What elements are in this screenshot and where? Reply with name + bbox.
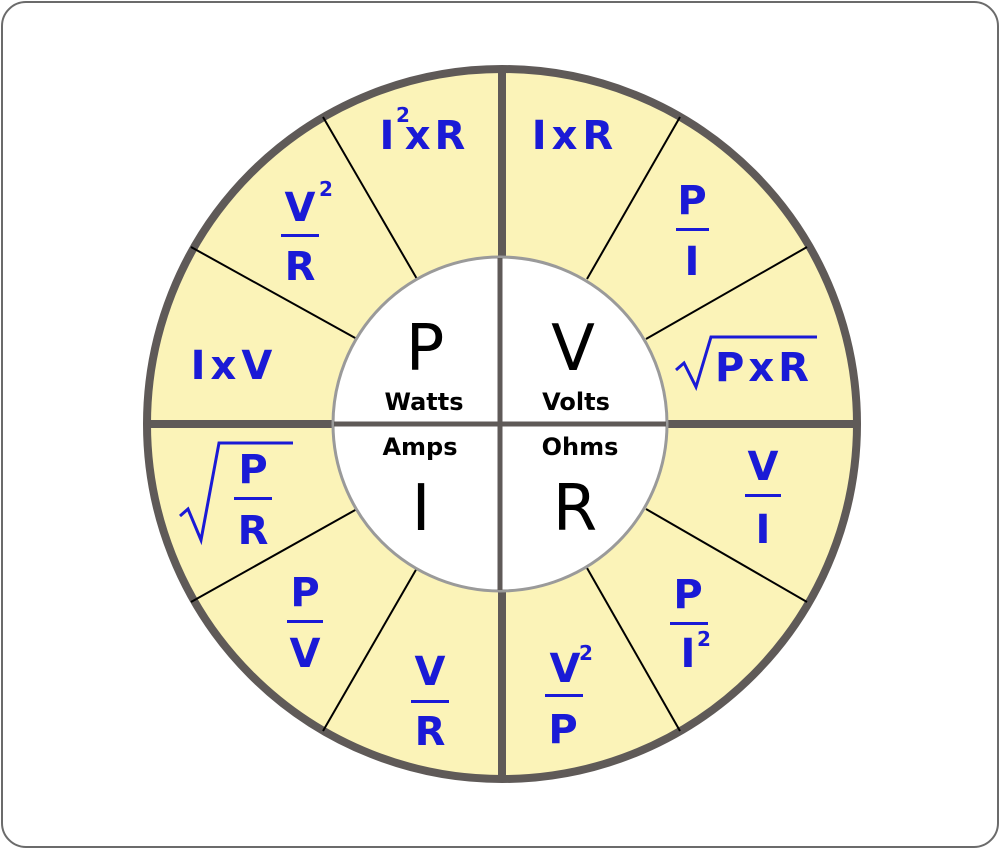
formula-base: I: [380, 113, 395, 159]
radical-sign: [675, 335, 817, 392]
current-quadrant-label: Amps I: [382, 433, 457, 546]
formula-denominator: R: [238, 508, 269, 554]
ohms-label: Ohms: [542, 433, 619, 461]
formula-denominator: V: [290, 631, 321, 677]
formula-denominator: I: [681, 631, 696, 677]
amps-label: Amps: [382, 433, 457, 461]
formula-numerator: P: [673, 572, 702, 618]
formula-i-x-r: IxR: [532, 113, 618, 159]
voltage-symbol: V: [551, 312, 595, 386]
formula-sqrt-p-over-r: P R: [179, 441, 293, 554]
formula-p-over-i: P I: [676, 178, 709, 285]
formula-numerator: P: [290, 570, 319, 616]
center-axes: [334, 258, 666, 590]
formula-numerator: V: [285, 185, 316, 231]
formula-p-over-i-squared: P I 2: [670, 572, 711, 677]
formula-v-over-r: V R: [411, 649, 449, 755]
sector-dividers: [190, 116, 808, 732]
formula-rest: xR: [405, 113, 470, 159]
fraction-bar: [281, 234, 319, 237]
formula-p-over-v: P V: [287, 570, 323, 677]
formula-denominator: R: [415, 709, 446, 755]
formula-v-squared-over-r: V 2 R: [281, 177, 333, 290]
current-symbol: I: [412, 472, 431, 546]
formula-numerator: V: [748, 444, 779, 490]
fraction-bar: [545, 694, 583, 697]
formula-text: IxR: [532, 113, 618, 159]
formula-numerator: V: [550, 646, 581, 692]
formula-exponent: 2: [579, 641, 593, 665]
formula-text: IxV: [191, 343, 278, 389]
resistance-quadrant-label: Ohms R: [542, 433, 619, 546]
formula-numerator: P: [238, 447, 267, 493]
formula-v-over-i: V I: [745, 444, 781, 553]
volts-label: Volts: [542, 388, 610, 416]
watts-label: Watts: [384, 388, 463, 416]
power-quadrant-label: P Watts: [384, 312, 463, 416]
fraction-bar: [745, 494, 781, 497]
formula-denominator: P: [548, 707, 577, 753]
radical-sign: [179, 441, 293, 546]
fraction-bar: [411, 700, 449, 703]
formula-v-squared-over-p: V 2 P: [545, 641, 593, 753]
formula-denominator: I: [756, 507, 771, 553]
formula-exponent: 2: [396, 103, 410, 127]
formula-numerator: V: [415, 649, 446, 695]
fraction-bar: [676, 228, 709, 231]
resistance-symbol: R: [553, 472, 597, 546]
formula-denominator: I: [685, 239, 700, 285]
formula-exponent: 2: [319, 177, 333, 201]
power-symbol: P: [406, 312, 445, 386]
formula-radicand: PxR: [715, 345, 813, 391]
formula-exponent: 2: [697, 627, 711, 651]
formula-i-x-v: IxV: [191, 343, 278, 389]
formula-denominator: R: [285, 244, 316, 290]
fraction-bar: [234, 497, 272, 500]
formula-numerator: P: [677, 178, 706, 224]
fraction-bar: [670, 622, 708, 625]
voltage-quadrant-label: V Volts: [542, 312, 610, 416]
formula-i-squared-x-r: I 2 xR: [380, 103, 470, 159]
formula-sqrt-p-x-r: PxR: [675, 335, 817, 392]
fraction-bar: [287, 620, 323, 623]
